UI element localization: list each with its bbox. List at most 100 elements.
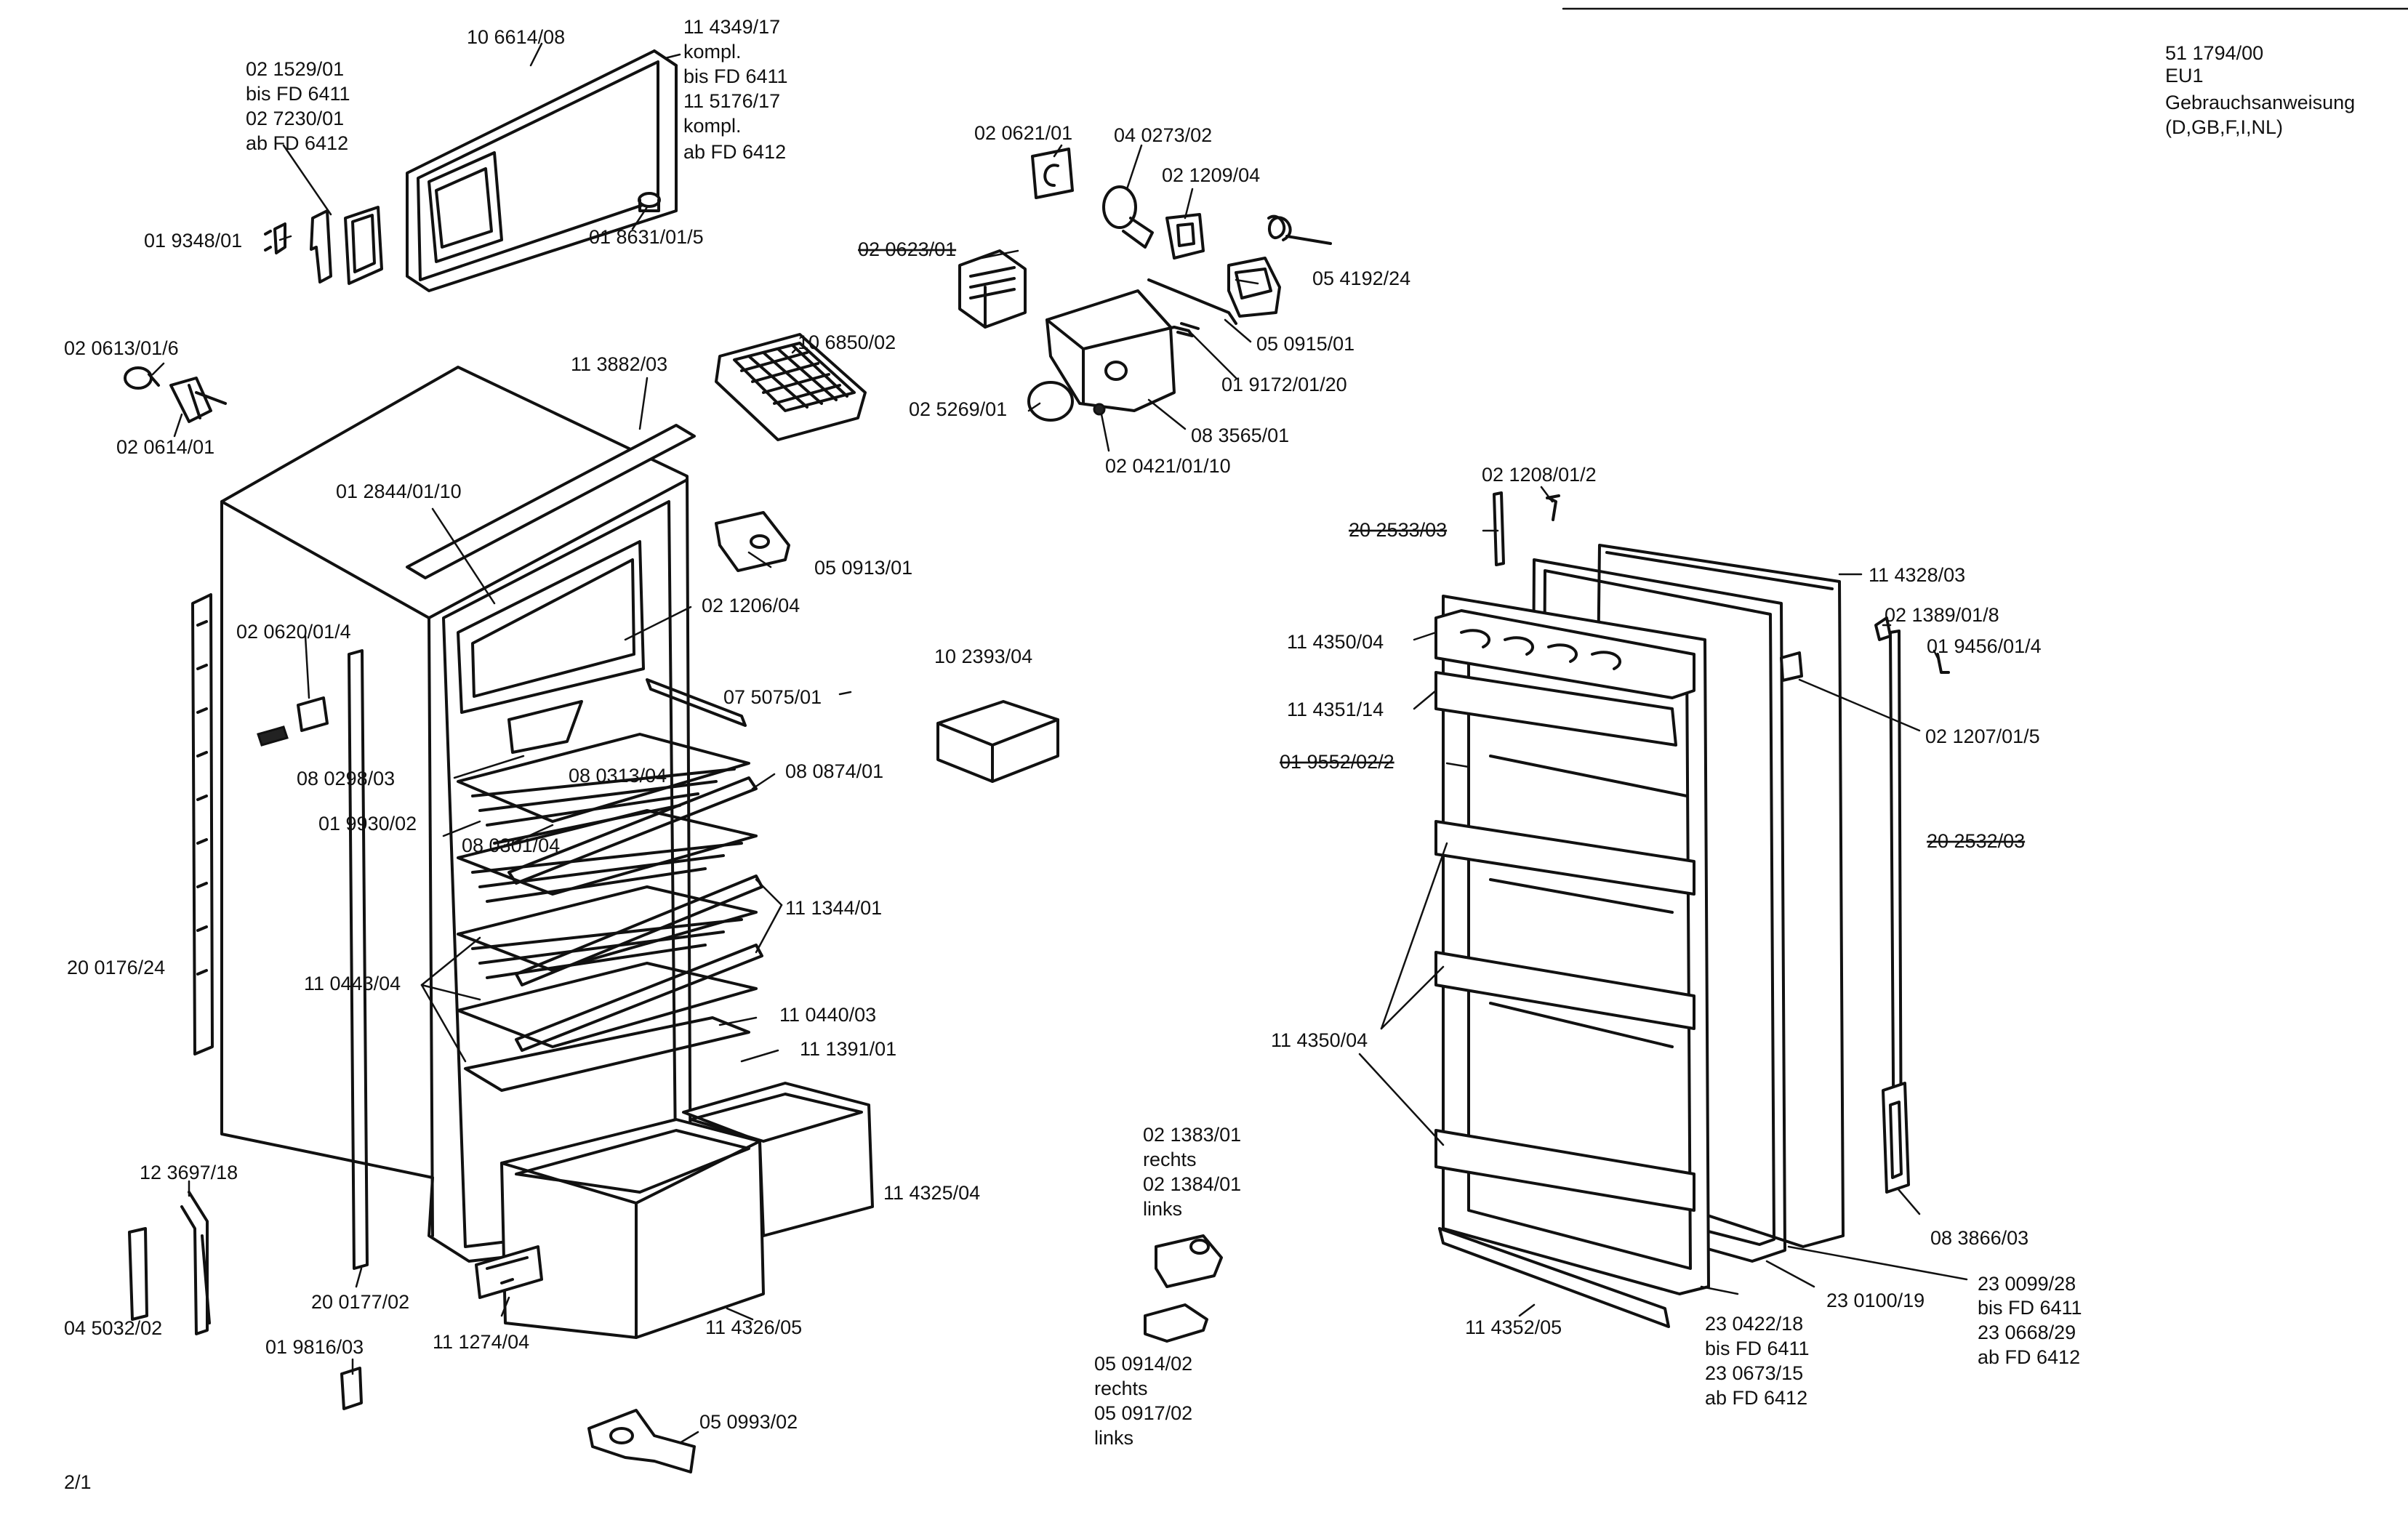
manual-title: Gebrauchsanweisung [2165,92,2355,113]
label-11-4349-17: 11 4349/17 [683,16,780,38]
label-02-5269-01: 02 5269/01 [909,398,1007,420]
label-01-9930-02: 01 9930/02 [318,813,417,835]
label-10-6850-02: 10 6850/02 [798,331,896,353]
part-labels: 10 6614/08 11 4349/17 kompl. bis FD 6411… [64,16,2082,1449]
label-20-0177-02: 20 0177/02 [311,1291,409,1313]
label-04-5032-02: 04 5032/02 [64,1317,162,1339]
label-02-0613-01-6: 02 0613/01/6 [64,337,179,359]
fridge-cabinet-drawing [220,366,763,1263]
label-02-1529-01: 02 1529/01 [246,58,344,80]
label-01-9816-03: 01 9816/03 [265,1336,364,1358]
label-23-0422-18: 23 0422/18 [1705,1313,1803,1335]
label-05-0993-02: 05 0993/02 [699,1411,798,1433]
label-11-4350-04-bottom: 11 4350/04 [1271,1029,1368,1051]
label-02-1209-04: 02 1209/04 [1162,164,1260,186]
hinge-bracket-drawing [715,511,790,572]
label-10-2393-04: 10 2393/04 [934,646,1032,667]
label-02-0621-01: 02 0621/01 [974,122,1072,144]
label-11-5176-17: 11 5176/17 [683,90,780,112]
label-11-4325-04: 11 4325/04 [883,1182,980,1204]
label-12-3697-18: 12 3697/18 [140,1162,238,1183]
door-hinge-parts-drawing [1144,1234,1223,1343]
label-20-0176-24: 20 0176/24 [67,957,165,978]
label-11-5176-17-range: ab FD 6412 [683,141,786,163]
label-02-1208-01-2: 02 1208/01/2 [1482,464,1597,486]
label-05-0915-01: 05 0915/01 [1256,333,1354,355]
hinge-parts-drawing [264,206,383,285]
label-11-4352-05: 11 4352/05 [1465,1316,1562,1338]
label-11-5176-17-kompl: kompl. [683,115,742,137]
label-01-9172-01-20: 01 9172/01/20 [1221,374,1347,395]
label-02-1384-01: 02 1384/01 [1143,1173,1241,1195]
label-05-0917-02-side: links [1094,1427,1133,1449]
label-11-0440-03: 11 0440/03 [779,1004,876,1026]
label-01-9552-02-2: 01 9552/02/2 [1280,751,1394,773]
leader-lines [151,42,1968,1444]
label-11-4350-04-top: 11 4350/04 [1287,631,1384,653]
ice-tray-drawing [715,333,867,441]
label-11-4349-17-kompl: kompl. [683,41,742,63]
label-11-0443-04: 11 0443/04 [304,973,401,994]
label-20-2533-03: 20 2533/03 [1349,519,1447,541]
label-02-0620-01-4: 02 0620/01/4 [236,621,351,643]
label-10-6614-08: 10 6614/08 [467,26,565,48]
label-08-0874-01: 08 0874/01 [785,760,883,782]
label-08-0298-03: 08 0298/03 [297,768,395,789]
label-05-0914-02-side: rechts [1094,1378,1148,1399]
freezer-door-drawing [406,49,678,292]
label-23-0668-29: 23 0668/29 [1978,1322,2076,1343]
door-small-parts-drawing [1493,491,1950,1194]
label-23-0099-28: 23 0099/28 [1978,1273,2076,1295]
label-23-0673-15: 23 0673/15 [1705,1362,1803,1384]
manual-languages: (D,GB,F,I,NL) [2165,116,2283,138]
label-02-1384-01-side: links [1143,1198,1182,1220]
label-08-0313-04: 08 0313/04 [569,765,667,787]
label-02-1207-01-5: 02 1207/01/5 [1925,725,2040,747]
label-23-0673-15-range: ab FD 6412 [1705,1387,1807,1409]
label-02-1529-01-range: bis FD 6411 [246,83,350,105]
label-01-8631-01-5: 01 8631/01/5 [589,226,704,248]
label-02-0614-01: 02 0614/01 [116,436,214,458]
label-02-0623-01: 02 0623/01 [858,238,956,260]
label-11-4328-03: 11 4328/03 [1869,564,1965,586]
label-20-2532-03: 20 2532/03 [1927,830,2025,852]
clip-part-drawing [638,192,661,212]
label-02-1383-01: 02 1383/01 [1143,1124,1241,1146]
hinge-pin-drawing [124,366,227,423]
label-23-0099-28-range: bis FD 6411 [1978,1297,2082,1319]
label-08-3866-03: 08 3866/03 [1930,1227,2028,1249]
label-11-4326-05: 11 4326/05 [705,1316,802,1338]
label-05-0913-01: 05 0913/01 [814,557,912,579]
label-02-7230-01: 02 7230/01 [246,108,344,129]
thermostat-assembly-drawing [958,148,1332,422]
fridge-door-drawing [1434,544,1845,1328]
label-05-0917-02: 05 0917/02 [1094,1402,1192,1424]
variant-code: EU1 [2165,65,2204,87]
gasket-strips-drawing [191,593,369,1270]
label-02-1206-04: 02 1206/04 [702,595,800,616]
label-01-2844-01-10: 01 2844/01/10 [336,480,462,502]
label-23-0422-18-range: bis FD 6411 [1705,1338,1810,1359]
page-number: 2/1 [64,1471,92,1493]
rail-07-drawing [646,678,747,727]
label-02-0421-01-10: 02 0421/01/10 [1105,455,1231,477]
doc-number: 51 1794/00 [2165,42,2263,64]
label-08-0301-04: 08 0301/04 [462,835,560,856]
label-04-0273-02: 04 0273/02 [1114,124,1212,146]
label-05-4192-24: 05 4192/24 [1312,268,1410,289]
label-23-0668-29-range: ab FD 6412 [1978,1346,2080,1368]
label-05-0914-02: 05 0914/02 [1094,1353,1192,1375]
label-11-1344-01: 11 1344/01 [785,897,882,919]
label-02-7230-01-range: ab FD 6412 [246,132,348,154]
crisper-drawers-drawing [500,1082,874,1339]
label-01-9456-01-4: 01 9456/01/4 [1927,635,2042,657]
label-08-3565-01: 08 3565/01 [1191,425,1289,446]
label-11-3882-03: 11 3882/03 [571,353,667,375]
label-11-4351-14: 11 4351/14 [1287,699,1384,720]
label-02-1383-01-side: rechts [1143,1149,1197,1170]
document-header: 51 1794/00 EU1 Gebrauchsanweisung (D,GB,… [2165,42,2355,138]
label-11-1391-01: 11 1391/01 [800,1038,896,1060]
butter-dish-drawing [936,700,1059,783]
label-11-4349-17-range: bis FD 6411 [683,65,788,87]
